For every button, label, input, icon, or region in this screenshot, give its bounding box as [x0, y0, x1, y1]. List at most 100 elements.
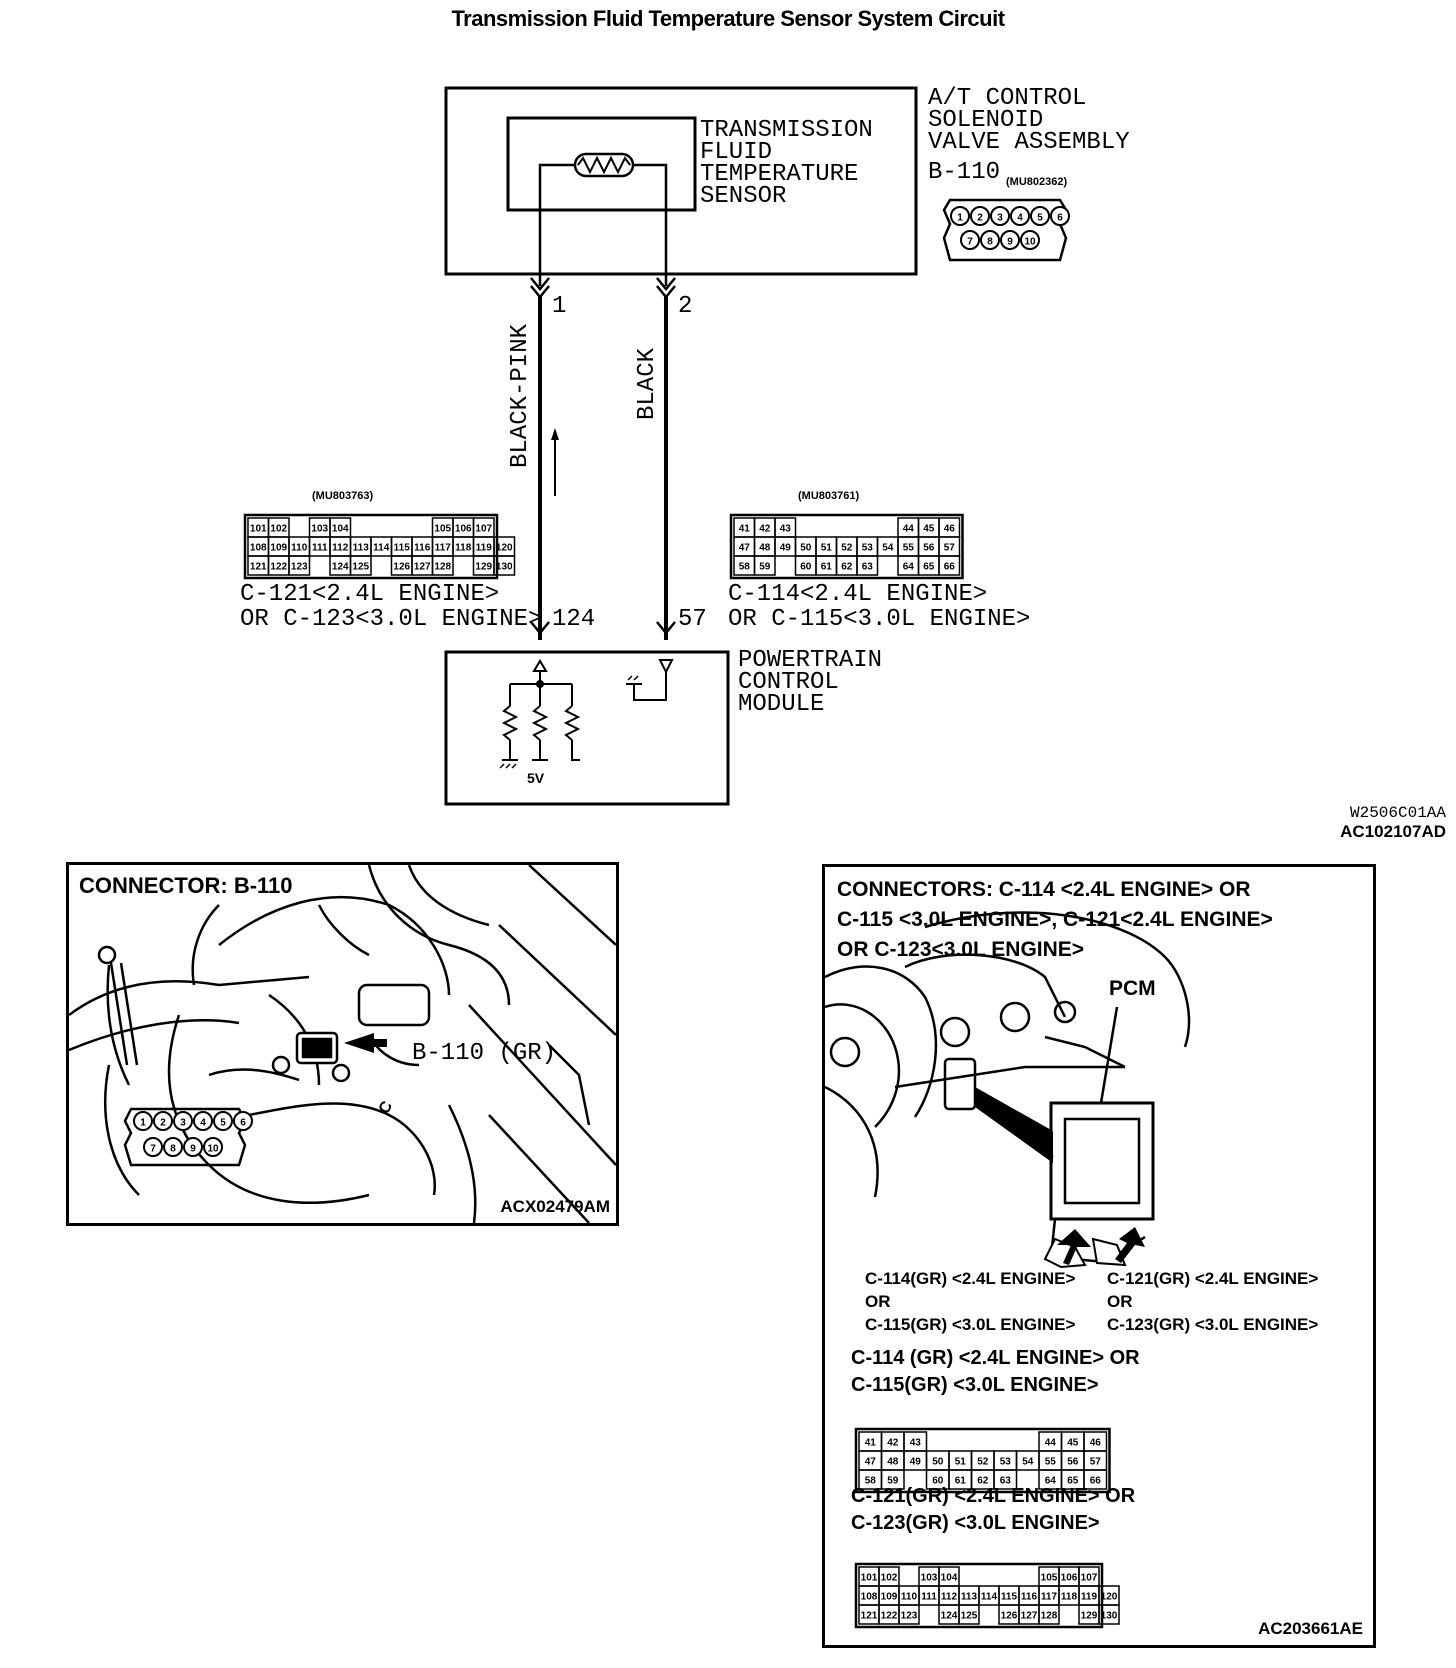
panel-b110-pin: [143, 1137, 163, 1157]
panel-c114-grid-pin-label: 57: [1090, 1457, 1102, 1468]
c114-title-line: C-114 (GR) <2.4L ENGINE> OR: [851, 1347, 1140, 1369]
right-pcm-callout-line: C-123(GR) <3.0L ENGINE>: [1107, 1315, 1319, 1334]
pcm-pin-57: 57: [678, 606, 707, 633]
panel-c121-grid-pin-label: 113: [961, 1592, 978, 1603]
schematic-b110-pin-label: 9: [1007, 236, 1013, 247]
panel-c114-grid-cell: [993, 1469, 1018, 1490]
schematic-b110-pin: [1030, 206, 1050, 226]
panel-c114-grid-pin-label: 50: [932, 1457, 944, 1468]
sensor-label: TRANSMISSION FLUID TEMPERATURE SENSOR: [700, 119, 873, 209]
pcm-pin-124: 124: [552, 606, 596, 633]
schematic-c114-grid-pin-label: 50: [800, 543, 812, 554]
schematic-c114-grid-pin-label: 59: [759, 562, 771, 573]
schematic-c121-grid-pin-label: 117: [435, 543, 452, 554]
connectors-panel: CONNECTORS: C-114 <2.4L ENGINE> OR C-115…: [822, 864, 1376, 1648]
panel-c121-grid-pin-label: 125: [961, 1611, 978, 1622]
panel-c121-grid-pin-label: 126: [1001, 1611, 1018, 1622]
page-title: Transmission Fluid Temperature Sensor Sy…: [451, 6, 1005, 31]
panel-c114-grid-pin-label: 49: [910, 1457, 922, 1468]
panel-c121-grid-pin-label: 107: [1081, 1573, 1098, 1584]
schematic-c121-grid-pin-label: 118: [455, 543, 472, 554]
panel-c121-grid-pin-label: 121: [861, 1611, 878, 1622]
panel-c121-grid-pin-label: 115: [1001, 1592, 1018, 1603]
panel-c121-grid-pin-label: 112: [941, 1592, 958, 1603]
panel-c121-grid-pin-label: 116: [1021, 1592, 1038, 1603]
schematic-c121-grid-pin-label: 107: [475, 524, 492, 535]
panel-b110-pin-label: 7: [150, 1144, 156, 1155]
panel-c114-grid-cell: [880, 1469, 905, 1490]
schematic-b110-pin-label: 2: [977, 212, 983, 223]
assembly-label: A/T CONTROL SOLENOID VALVE ASSEMBLY: [928, 85, 1130, 156]
assembly-connector-id: B-110: [928, 159, 1001, 186]
left-pcm-callout-line: C-114(GR) <2.4L ENGINE>: [865, 1269, 1076, 1288]
pcm-voltage: 5V: [527, 770, 545, 786]
schematic-c114-grid-pin-label: 41: [739, 524, 751, 535]
schematic-c121-grid-pin-label: 104: [332, 524, 349, 535]
assembly-label-line: SOLENOID: [928, 107, 1044, 134]
schematic-c121-grid-pin-label: 125: [352, 562, 369, 573]
schematic-c121-grid-pin-label: 110: [291, 543, 308, 554]
left-connector-label-line: OR C-123<3.0L ENGINE>: [240, 606, 543, 633]
panel-c121-grid-pin-label: 120: [1101, 1592, 1118, 1603]
schematic-b110-pin: [1020, 230, 1040, 250]
left-pcm-callout-line: OR: [865, 1292, 891, 1311]
schematic-c114-grid-pin-label: 55: [903, 543, 915, 554]
panel-c114-grid-cell: [1083, 1469, 1108, 1490]
panel-c114-grid-pin-label: 43: [910, 1438, 922, 1449]
schematic-c121-grid-cell: [431, 555, 454, 576]
panel-c121-grid-pin-label: 123: [901, 1611, 918, 1622]
schematic-c114-grid-pin-label: 66: [944, 562, 956, 573]
schematic-c121-grid-cell: [288, 555, 311, 576]
left-pcm-callout-line: C-115(GR) <3.0L ENGINE>: [865, 1315, 1076, 1334]
panel-b110-pin-label: 9: [190, 1144, 196, 1155]
schematic-c114-grid-pin-label: 51: [821, 543, 833, 554]
drawing-code-2: AC102107AD: [1340, 822, 1446, 841]
schematic-c121-grid-pin-label: 128: [434, 562, 451, 573]
panel-c114-grid-pin-label: 44: [1045, 1438, 1057, 1449]
assembly-label-line: A/T CONTROL: [928, 85, 1087, 112]
left-pcm-callout: C-114(GR) <2.4L ENGINE> OR C-115(GR) <3.…: [865, 1267, 1075, 1336]
schematic-c121-grid-pin-label: 101: [250, 524, 267, 535]
panel-c121-grid-cell: [1038, 1604, 1060, 1625]
schematic-c121-grid-pin-label: 109: [270, 543, 287, 554]
schematic-b110-pin: [1010, 206, 1030, 226]
schematic-c121-grid-pin-label: 111: [312, 543, 328, 554]
sensor-label-line: TEMPERATURE: [700, 161, 859, 188]
schematic-c121-grid-pin-label: 116: [414, 543, 431, 554]
panel-c121-grid-cell: [1098, 1604, 1120, 1625]
panel-c121-grid-pin-label: 104: [941, 1573, 958, 1584]
right-connector-label-line: OR C-115<3.0L ENGINE>: [728, 606, 1031, 633]
right-connector-label: C-114<2.4L ENGINE> OR C-115<3.0L ENGINE>: [728, 583, 1031, 633]
pcm-callout: PCM: [1109, 977, 1156, 1000]
left-connector-label: C-121<2.4L ENGINE> OR C-123<3.0L ENGINE>: [240, 583, 543, 633]
panel-c121-grid-pin-label: 127: [1021, 1611, 1038, 1622]
schematic-c121-grid-pin-label: 122: [270, 562, 287, 573]
c121-title-line: C-123(GR) <3.0L ENGINE>: [851, 1512, 1100, 1534]
connectors-heading: CONNECTORS: C-114 <2.4L ENGINE> OR C-115…: [837, 875, 1273, 965]
panel-c121-grid-pin-label: 101: [861, 1573, 878, 1584]
panel-c121-grid-pin-label: 110: [901, 1592, 918, 1603]
panel-c121-grid-pin-label: 130: [1101, 1611, 1118, 1622]
panel-b110-pin: [163, 1137, 183, 1157]
panel-c121-grid-pin-label: 109: [881, 1592, 898, 1603]
drawing-code-1: W2506C01AA: [1349, 804, 1446, 822]
panel-c114-grid-pin-label: 42: [887, 1438, 899, 1449]
schematic-c121-grid-pin-label: 121: [250, 562, 267, 573]
panel-b110-pin: [233, 1111, 253, 1131]
b110-panel-code: ACX02479AM: [500, 1197, 610, 1216]
schematic-c114-grid-pin-label: 49: [780, 543, 792, 554]
schematic-c114-grid-pin-label: 45: [923, 524, 935, 535]
schematic-c121-grid-pin-label: 120: [496, 543, 513, 554]
pcm-label-line: CONTROL: [738, 669, 839, 696]
schematic-c121-grid-pin-label: 129: [475, 562, 492, 573]
assembly-label-line: VALVE ASSEMBLY: [928, 129, 1130, 156]
schematic-c121-grid-pin-label: 124: [332, 562, 349, 573]
connectors-heading-line: OR C-123<3.0L ENGINE>: [837, 938, 1085, 961]
panel-c114-grid-pin-label: 48: [887, 1457, 899, 1468]
schematic-c114-grid-pin-label: 53: [862, 543, 874, 554]
